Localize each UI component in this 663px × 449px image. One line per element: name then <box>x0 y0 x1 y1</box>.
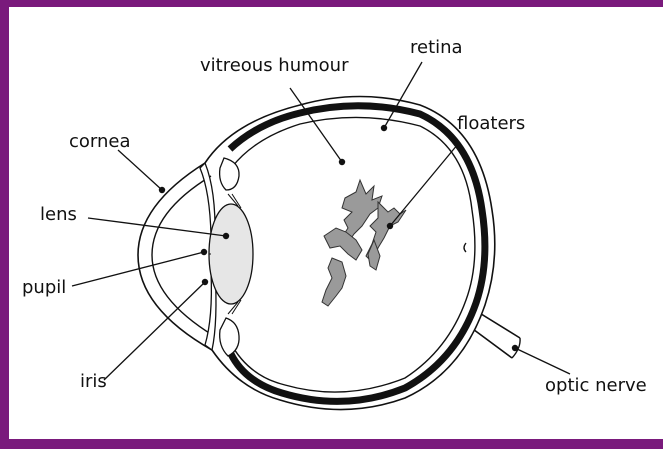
label-vitreous-humour: vitreous humour <box>200 55 349 76</box>
label-floaters: floaters <box>457 113 525 134</box>
label-optic-nerve: optic nerve <box>545 375 647 396</box>
cornea <box>138 163 214 350</box>
lens <box>209 204 253 304</box>
label-pupil: pupil <box>22 277 66 298</box>
label-iris: iris <box>80 371 107 392</box>
label-lens: lens <box>40 204 77 225</box>
label-retina: retina <box>410 37 463 58</box>
label-cornea: cornea <box>69 131 131 152</box>
